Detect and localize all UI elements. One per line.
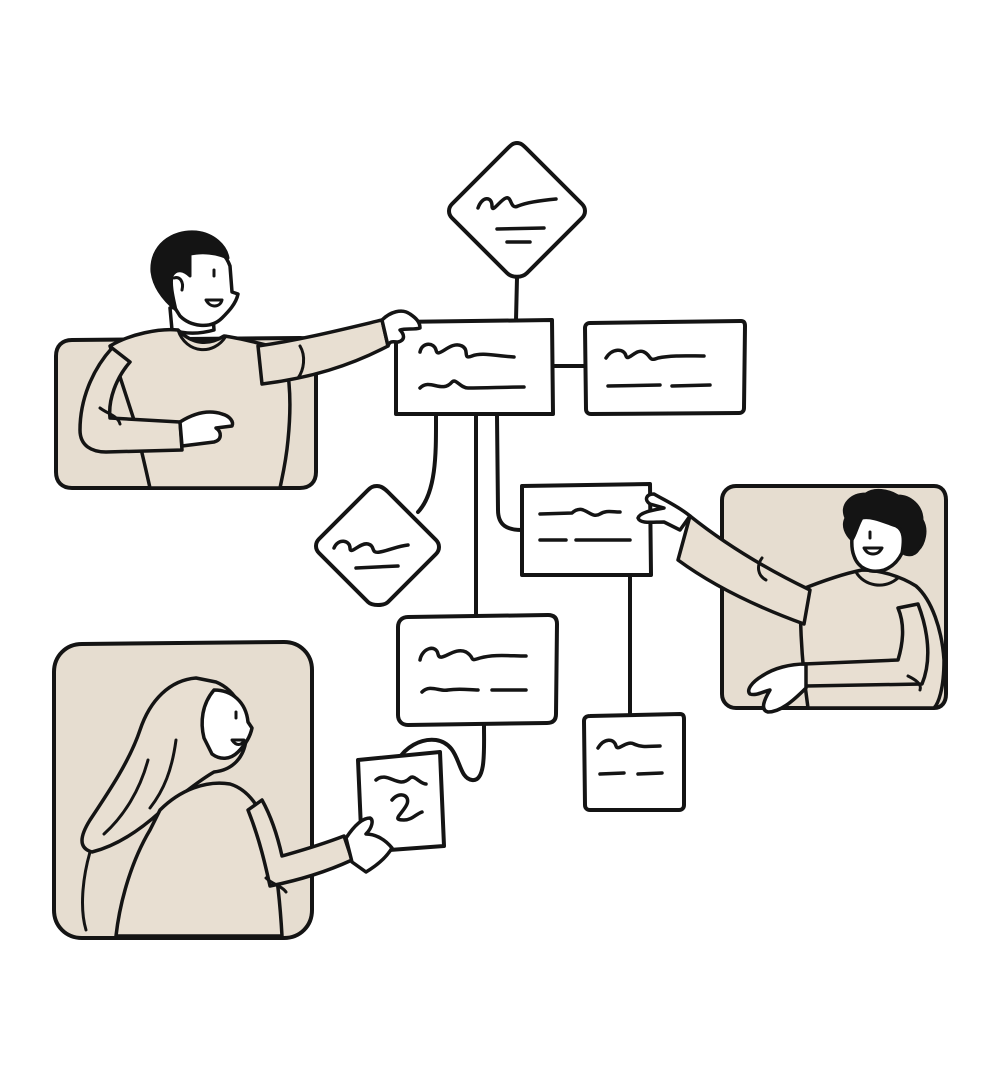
mouth-woman-right — [862, 546, 884, 556]
person-woman-bottom-left — [52, 640, 446, 940]
ear-man — [172, 276, 184, 292]
mouth-man — [204, 298, 224, 308]
hair-woman-right — [842, 488, 927, 557]
elbow-left-man — [98, 406, 122, 426]
elbow-man — [296, 344, 306, 380]
arm-right-man — [256, 318, 390, 386]
hair-man — [150, 230, 230, 312]
hand-man — [178, 410, 235, 448]
connector-main-to-diamond-left — [416, 414, 439, 514]
arm-left-man — [78, 346, 184, 454]
note-scribble-2 — [390, 793, 424, 822]
mouth-woman-left — [230, 738, 246, 746]
collar-woman-right — [854, 570, 900, 587]
diamond-node-top — [447, 141, 587, 279]
hand-pointing-woman-right — [636, 492, 692, 532]
process-node-center — [396, 613, 559, 727]
hair-strand-2 — [148, 738, 178, 810]
connector-main-to-middle-box — [495, 414, 524, 532]
note-scribble-1 — [374, 775, 428, 786]
process-node-right — [583, 319, 747, 416]
flowchart-connectors — [396, 276, 632, 782]
hand-woman-left — [344, 816, 394, 874]
connector-center-box-to-note — [396, 724, 487, 782]
connector-diamond-to-main — [514, 276, 519, 322]
elbow-woman-left — [264, 876, 288, 894]
back-line-woman-left — [81, 850, 92, 932]
collar-man — [176, 328, 228, 352]
elbow-woman-right — [757, 556, 768, 582]
process-node-main — [394, 318, 555, 416]
diamond-node-left — [314, 484, 441, 607]
process-node-small — [582, 712, 686, 812]
cuff-woman-right — [906, 674, 922, 692]
hand-woman-right — [747, 662, 808, 714]
person-man-top-left — [54, 230, 422, 490]
hand-pointing-man — [380, 309, 422, 348]
arm-woman-right — [676, 514, 812, 626]
person-woman-right — [636, 484, 948, 714]
hair-strand-1 — [102, 758, 150, 836]
process-node-middle — [520, 482, 653, 577]
